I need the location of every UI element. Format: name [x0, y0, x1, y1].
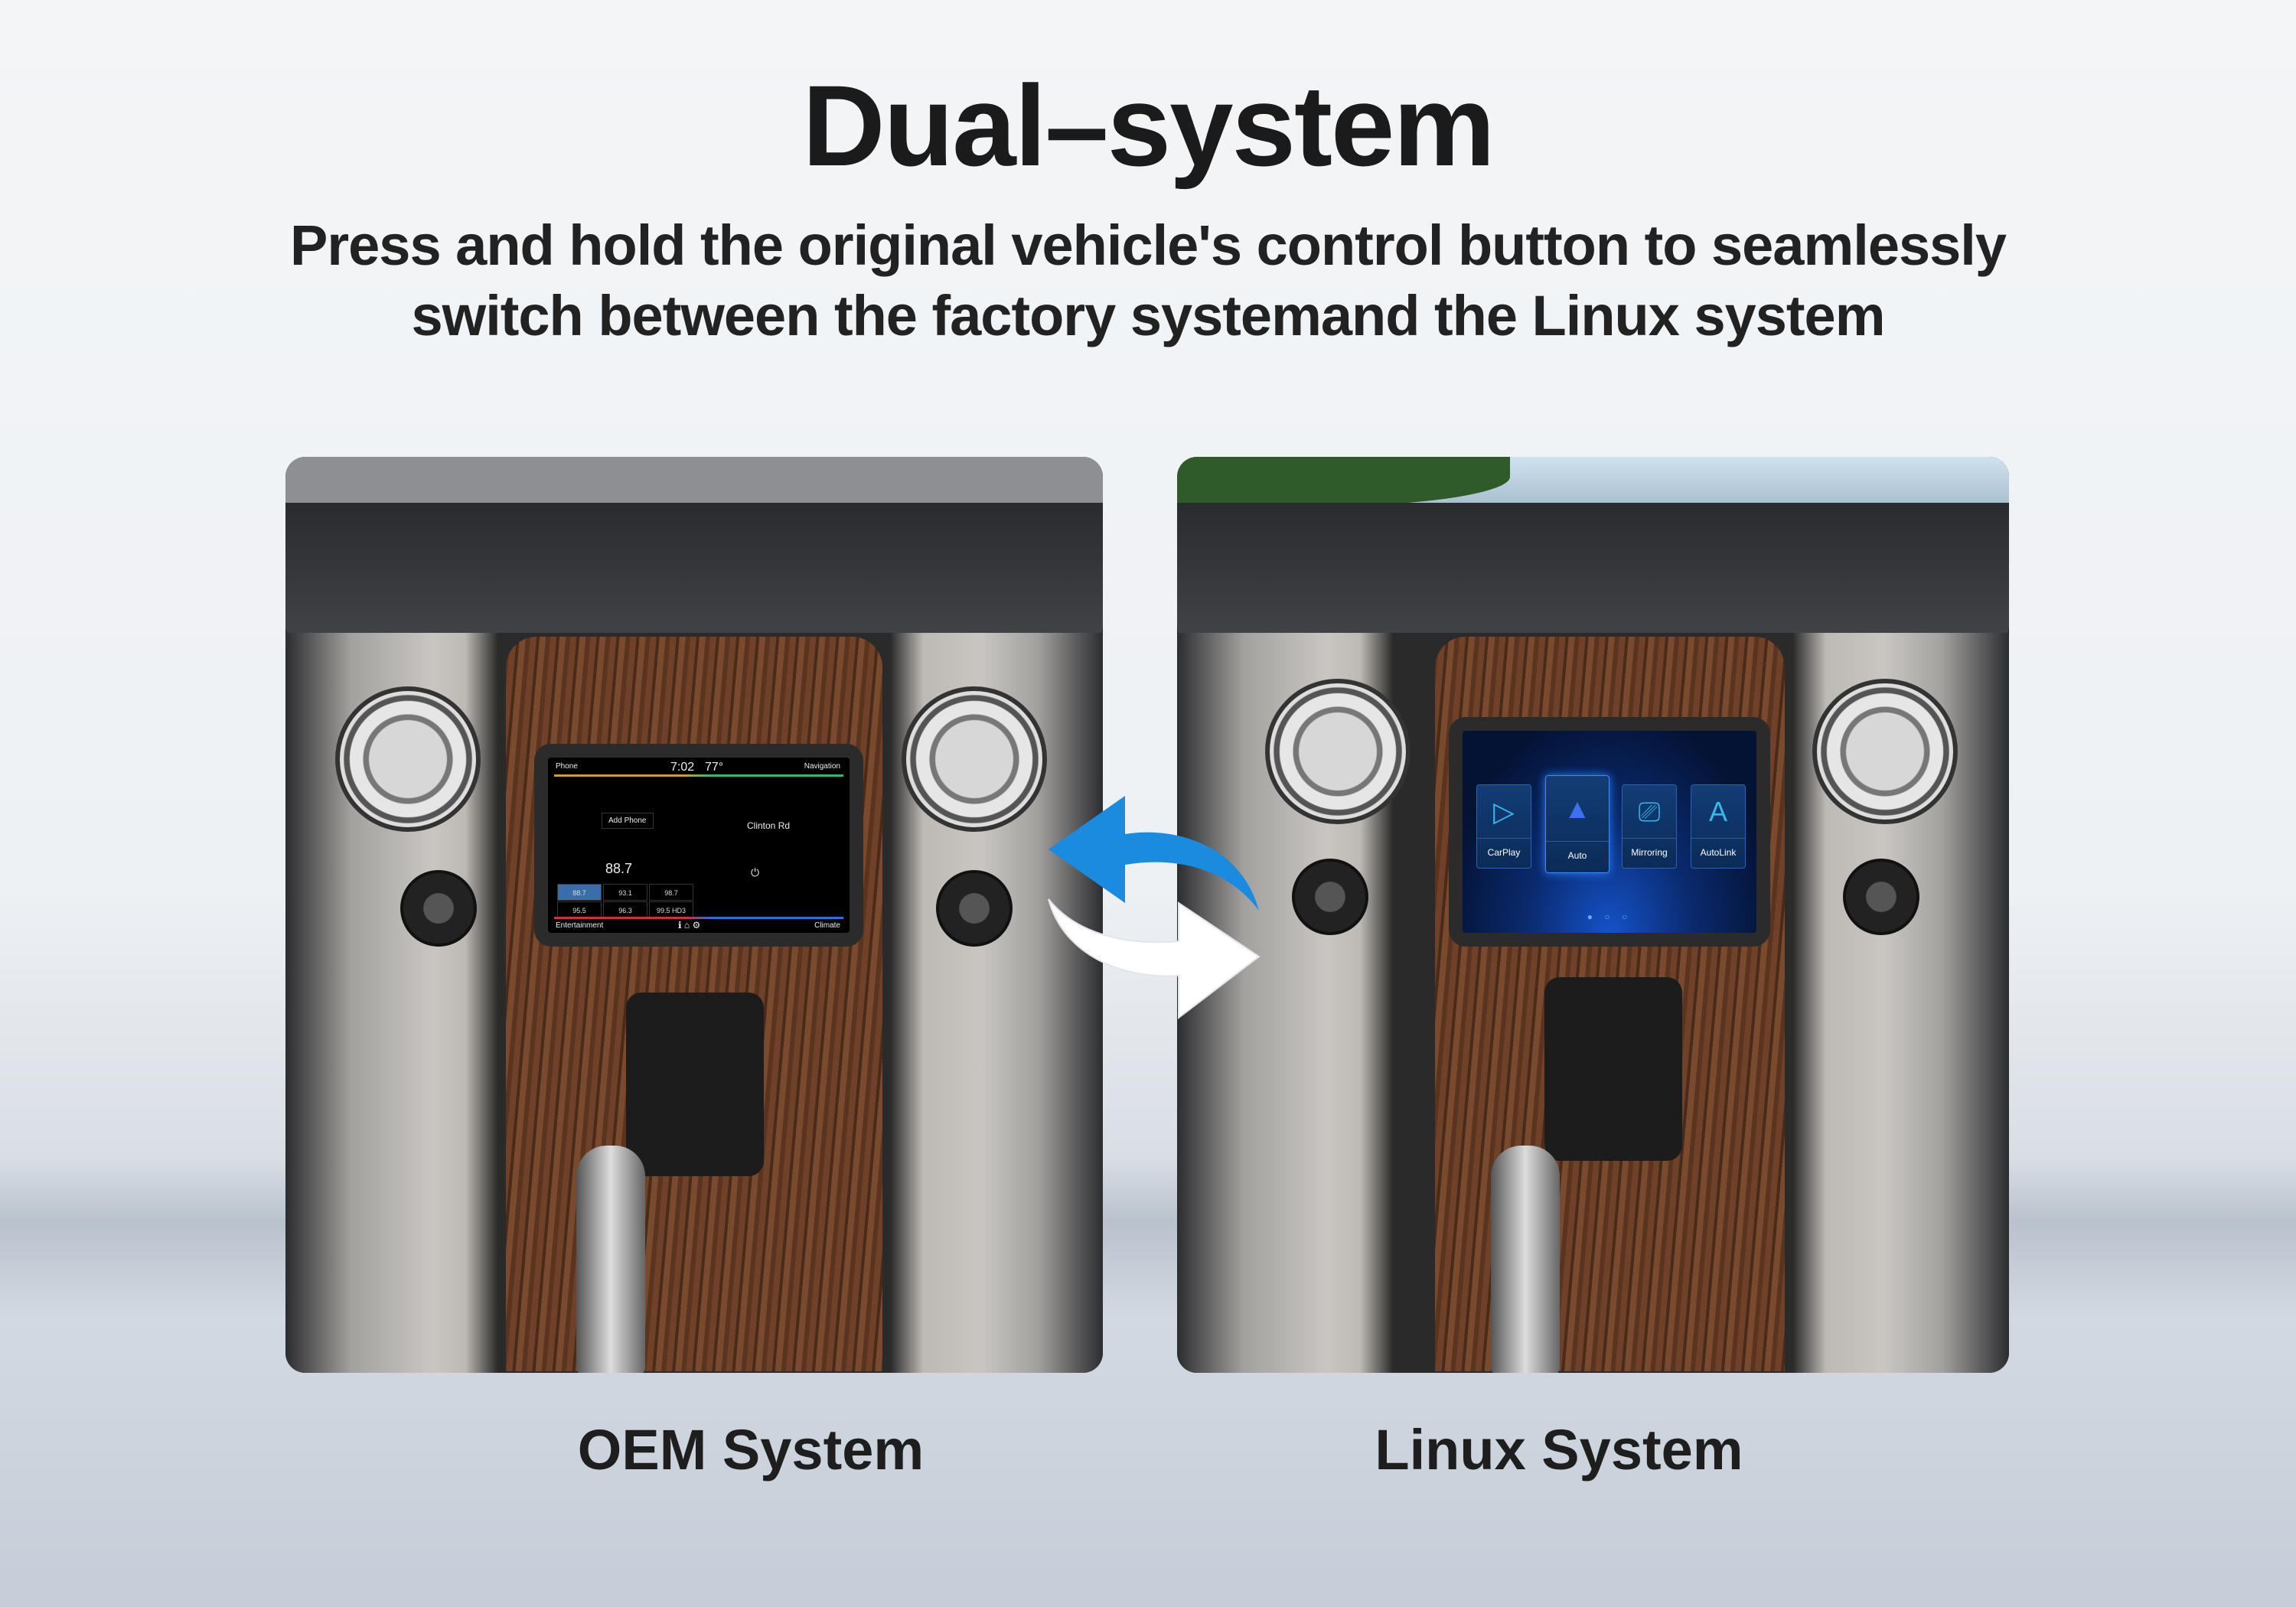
app-tile-autolink[interactable]: A AutoLink — [1691, 784, 1746, 869]
gear-shifter — [576, 1146, 645, 1373]
oem-screen: Phone 7:02 77° Navigation Add Phone Clin… — [534, 744, 863, 947]
temperature: 77° — [705, 761, 724, 774]
air-vent-icon — [1812, 679, 1958, 824]
top-bar — [554, 774, 843, 777]
oem-system-label: OEM System — [577, 1418, 925, 1482]
air-vent-icon — [335, 686, 481, 832]
app-label: AutoLink — [1700, 847, 1737, 858]
preset-button[interactable]: 95.5 — [557, 901, 602, 918]
mirroring-icon: ⎚ — [1623, 785, 1676, 839]
gear-shifter — [1491, 1146, 1560, 1373]
phone-tab[interactable]: Phone — [556, 762, 578, 771]
street-name: Clinton Rd — [747, 820, 791, 831]
preset-button[interactable]: 88.7 — [557, 884, 602, 901]
app-label: Mirroring — [1631, 847, 1668, 858]
add-phone-button[interactable]: Add Phone — [602, 813, 654, 829]
dashboard-top — [285, 503, 1103, 656]
bottom-bar — [554, 917, 843, 919]
preset-button[interactable]: 93.1 — [603, 884, 647, 901]
power-icon[interactable]: ⏻ — [751, 866, 760, 878]
autolink-icon: A — [1691, 785, 1745, 839]
preset-button[interactable]: 99.5 HD3 — [649, 901, 693, 918]
entertainment-tab[interactable]: Entertainment — [556, 921, 604, 930]
preset-button[interactable]: 96.3 — [603, 901, 647, 918]
control-buttons — [626, 993, 764, 1176]
app-tile-auto[interactable]: ▲ Auto — [1545, 775, 1609, 873]
app-label: Auto — [1567, 850, 1587, 861]
knob-icon — [936, 870, 1013, 947]
oem-dashboard-photo: Phone 7:02 77° Navigation Add Phone Clin… — [285, 457, 1103, 1373]
navigation-tab[interactable]: Navigation — [804, 762, 840, 771]
linux-screen: ▷ CarPlay ▲ Auto ⎚ Mirroring A AutoLink ● ○ … — [1449, 717, 1770, 947]
home-icon[interactable]: ℹ ⌂ ⚙ — [678, 920, 701, 931]
page-title: Dual–system — [802, 61, 1495, 190]
app-tile-mirroring[interactable]: ⎚ Mirroring — [1622, 784, 1677, 869]
subtitle-line: switch between the factory systemand the… — [411, 284, 1885, 347]
page-indicator: ● ○ ○ — [1587, 911, 1632, 922]
android-auto-icon: ▲ — [1546, 776, 1609, 842]
app-label: CarPlay — [1487, 847, 1521, 858]
trees — [1177, 457, 1510, 507]
page-subtitle: Press and hold the original vehicle's co… — [0, 210, 2296, 351]
climate-tab[interactable]: Climate — [814, 921, 840, 930]
knob-icon — [1292, 859, 1368, 935]
air-vent-icon — [902, 686, 1047, 832]
subtitle-line: Press and hold the original vehicle's co… — [289, 214, 2007, 277]
radio-frequency: 88.7 — [605, 861, 633, 876]
clock: 7:02 — [670, 761, 695, 774]
linux-dashboard-photo: ▷ CarPlay ▲ Auto ⎚ Mirroring A AutoLink ● ○ … — [1177, 457, 2009, 1373]
control-buttons — [1544, 977, 1682, 1161]
linux-system-label: Linux System — [1375, 1418, 1743, 1482]
app-tile-carplay[interactable]: ▷ CarPlay — [1476, 784, 1531, 869]
dashboard-top — [1177, 503, 2009, 656]
air-vent-icon — [1265, 679, 1411, 824]
preset-button[interactable]: 98.7 — [649, 884, 693, 901]
knob-icon — [1843, 859, 1919, 935]
switch-arrows — [1048, 796, 1261, 1020]
arrow-left-icon — [1049, 796, 1259, 911]
carplay-icon: ▷ — [1477, 785, 1531, 839]
arrow-right-icon — [1048, 898, 1261, 1020]
knob-icon — [400, 870, 477, 947]
